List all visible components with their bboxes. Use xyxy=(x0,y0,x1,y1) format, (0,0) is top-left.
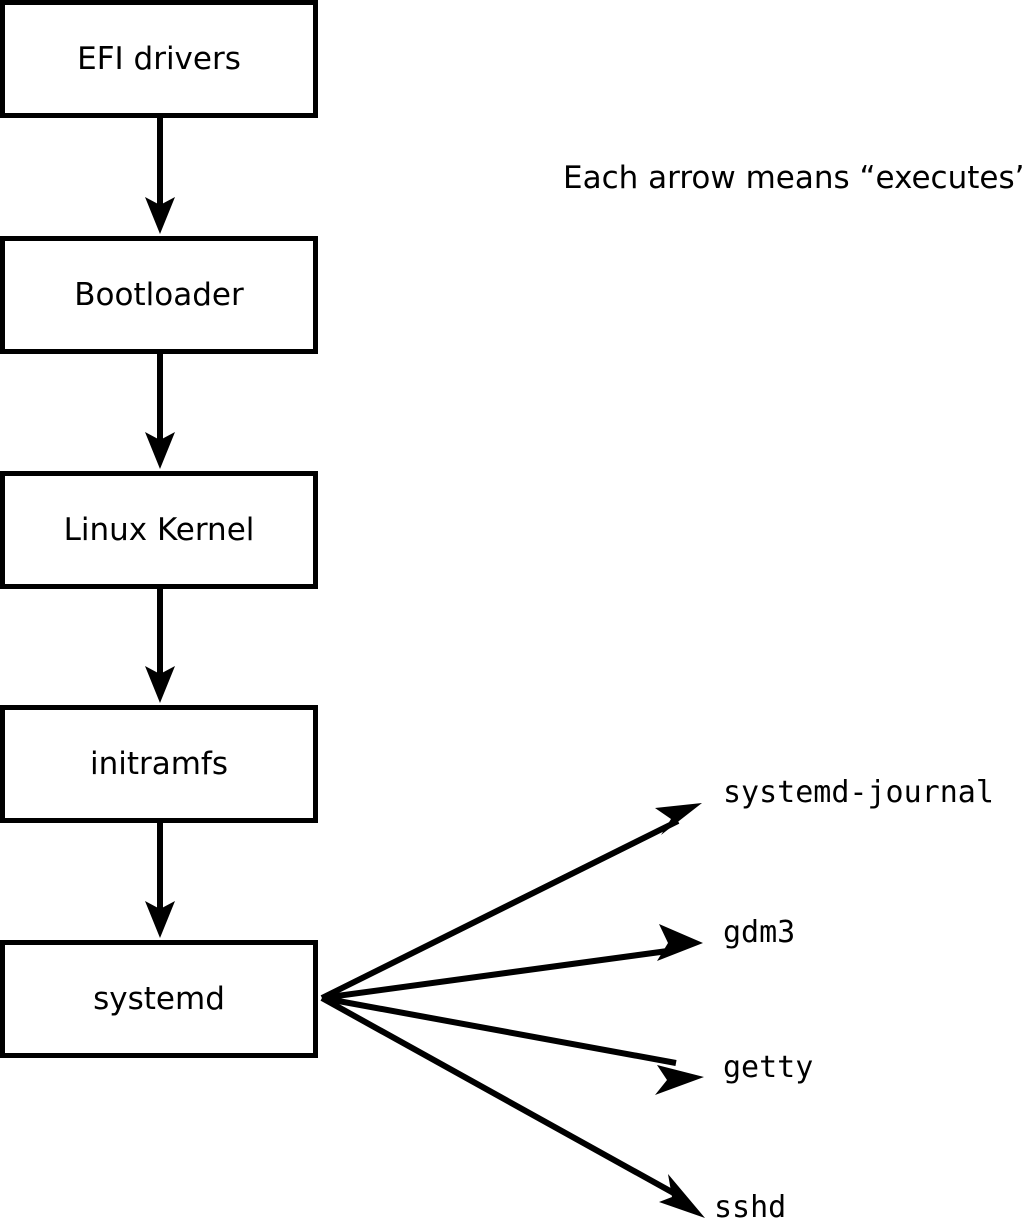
child-label-gdm3: gdm3 xyxy=(723,915,796,950)
arrow-linux-kernel-to-initramfs xyxy=(145,589,175,703)
box-label-systemd: systemd xyxy=(93,980,225,1017)
child-label-getty: getty xyxy=(723,1050,814,1085)
arrow-systemd-to-getty xyxy=(321,995,704,1095)
box-efi-drivers[interactable]: EFI drivers xyxy=(0,0,318,118)
arrow-efi-drivers-to-bootloader xyxy=(145,118,175,234)
child-label-sshd: sshd xyxy=(714,1190,787,1225)
box-bootloader[interactable]: Bootloader xyxy=(0,236,318,354)
arrow-bootloader-to-linux-kernel xyxy=(145,353,175,469)
box-label-bootloader: Bootloader xyxy=(74,276,244,313)
arrow-systemd-to-sshd xyxy=(320,995,705,1218)
arrow-systemd-to-systemd-journal xyxy=(320,803,702,1001)
box-linux-kernel[interactable]: Linux Kernel xyxy=(0,471,318,589)
child-label-systemd-journal: systemd-journal xyxy=(723,775,994,810)
box-label-linux-kernel: Linux Kernel xyxy=(63,511,255,548)
legend-caption: Each arrow means “executes”. xyxy=(563,160,1023,196)
arrow-systemd-to-gdm3 xyxy=(321,924,703,1001)
arrow-initramfs-to-systemd xyxy=(145,822,175,938)
box-label-efi-drivers: EFI drivers xyxy=(77,40,241,77)
box-label-initramfs: initramfs xyxy=(89,745,229,782)
box-systemd[interactable]: systemd xyxy=(0,940,318,1058)
box-initramfs[interactable]: initramfs xyxy=(0,705,318,823)
